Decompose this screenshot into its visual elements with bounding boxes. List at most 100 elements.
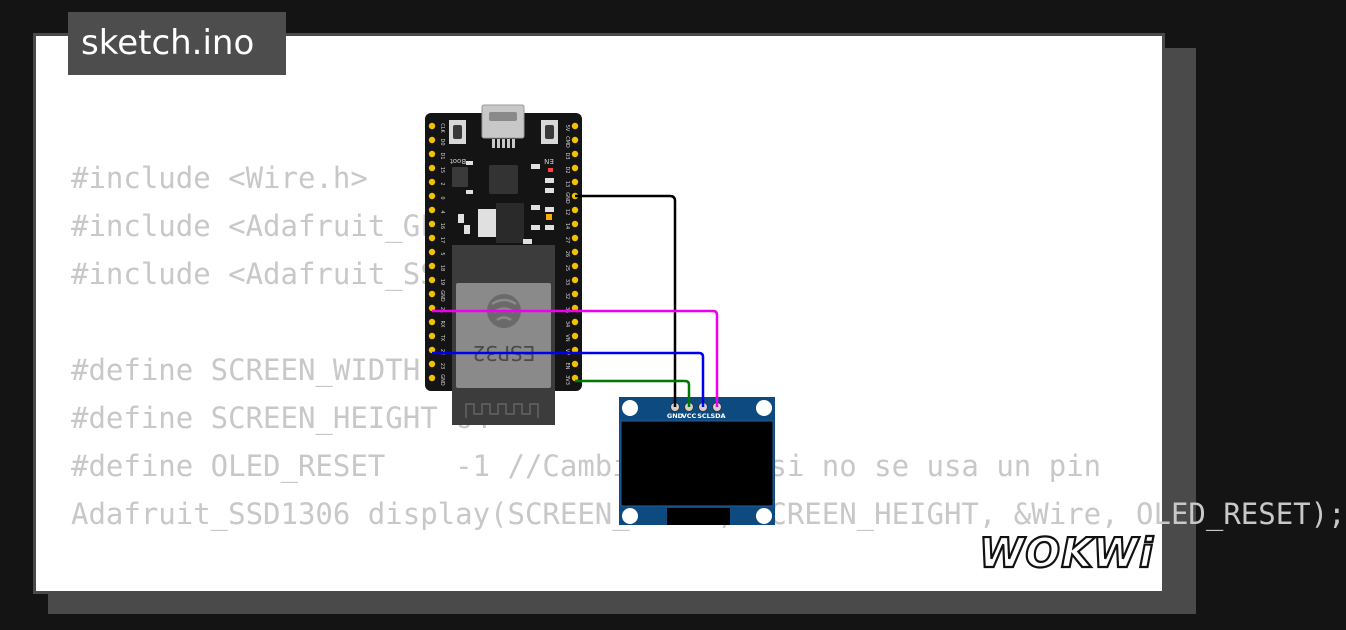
esp32-pin[interactable] xyxy=(428,234,436,242)
esp32-pin[interactable] xyxy=(428,262,436,270)
esp32-pin-label: 14 xyxy=(564,223,570,229)
wokwi-logo: WOKWi xyxy=(978,528,1154,578)
esp32-pin[interactable] xyxy=(571,122,579,130)
esp32-pin-label: GND xyxy=(564,192,570,204)
esp32-pin-label: 26 xyxy=(564,251,570,257)
esp32-pin-label: 3V3 xyxy=(564,375,570,385)
esp32-pin[interactable] xyxy=(571,262,579,270)
esp32-pin[interactable] xyxy=(571,374,579,382)
esp32-pin[interactable] xyxy=(571,234,579,242)
esp32-pin[interactable] xyxy=(428,276,436,284)
wokwi-logo-text: WOKWi xyxy=(979,529,1154,577)
circuit-diagram: ESP32 Boot EN xyxy=(425,104,775,525)
esp32-pin-label: 34 xyxy=(564,321,570,327)
esp32-pin-label: 25 xyxy=(564,265,570,271)
esp32-pin[interactable] xyxy=(571,164,579,172)
esp32-pin[interactable] xyxy=(571,276,579,284)
mount-hole xyxy=(756,508,772,524)
oled-pin-label-vcc: VCC xyxy=(682,412,697,420)
esp32-pin-label: D1 xyxy=(439,152,445,159)
esp32-pin[interactable] xyxy=(428,290,436,298)
esp32-pin-label: VN xyxy=(564,334,570,341)
esp32-pin[interactable] xyxy=(428,192,436,200)
esp32-pin-label: 0 xyxy=(439,196,445,199)
ldo-chip xyxy=(478,209,496,237)
antenna-trace xyxy=(465,403,539,418)
esp32-pin-label: EN xyxy=(564,363,570,370)
esp32-pin-label: 16 xyxy=(439,223,445,229)
esp32-pin[interactable] xyxy=(571,178,579,186)
mount-hole xyxy=(622,508,638,524)
esp32-pin-label: GND xyxy=(439,290,445,302)
wires xyxy=(432,194,719,407)
mount-hole xyxy=(622,400,638,416)
code-line: #define OLED_RESET -1 //Cambiar a -1 si … xyxy=(71,449,1102,483)
oled-display[interactable]: GND VCC SCL SDA xyxy=(619,397,775,525)
esp32-pin-label: GND xyxy=(439,374,445,386)
esp32-pin-label: D2 xyxy=(564,166,570,173)
esp32-pin[interactable] xyxy=(428,178,436,186)
esp32-pin-label: CLK xyxy=(439,123,445,133)
esp32-pin-label: 4 xyxy=(439,210,445,213)
esp32-pin[interactable] xyxy=(428,318,436,326)
oled-pin-label-gnd: GND xyxy=(667,412,684,420)
boot-button[interactable] xyxy=(449,120,466,144)
esp32-pin[interactable] xyxy=(428,248,436,256)
esp32-pin[interactable] xyxy=(571,136,579,144)
esp32-pin[interactable] xyxy=(571,360,579,368)
esp32-pin-label: 2 xyxy=(439,182,445,185)
esp32-pin[interactable] xyxy=(571,220,579,228)
esp32-pin-label: CMD xyxy=(564,136,570,148)
esp32-pin[interactable] xyxy=(428,220,436,228)
esp32-shield xyxy=(456,283,551,388)
esp32-pin[interactable] xyxy=(571,206,579,214)
oled-pin-label-sda: SDA xyxy=(710,412,725,420)
regulator-chip xyxy=(452,167,468,187)
en-label: EN xyxy=(544,157,554,165)
usb-connector-icon[interactable] xyxy=(481,104,525,139)
esp32-pin[interactable] xyxy=(428,150,436,158)
esp32-pin[interactable] xyxy=(571,150,579,158)
en-button[interactable] xyxy=(541,120,558,144)
esp32-pin[interactable] xyxy=(428,304,436,312)
esp32-pin[interactable] xyxy=(571,318,579,326)
esp32-pin-label: 5 xyxy=(439,252,445,255)
code-line: #include <Wire.h> xyxy=(71,161,368,195)
esp32-pin[interactable] xyxy=(571,290,579,298)
esp32-board[interactable]: ESP32 Boot EN xyxy=(425,104,582,425)
esp32-pin-label: 32 xyxy=(564,293,570,299)
esp32-pin-label: TX xyxy=(439,334,445,342)
esp32-pin[interactable] xyxy=(571,248,579,256)
esp32-pin[interactable] xyxy=(571,332,579,340)
esp32-pin-label: 12 xyxy=(564,209,570,215)
vcc-wire[interactable] xyxy=(575,379,691,407)
esp32-pin-label: 15 xyxy=(439,167,445,173)
esp32-pin[interactable] xyxy=(428,136,436,144)
scl-wire[interactable] xyxy=(432,351,705,407)
esp32-pin-label: D3 xyxy=(564,152,570,159)
esp32-pin-label: 13 xyxy=(564,181,570,187)
esp32-pin-label: 33 xyxy=(564,279,570,285)
esp32-pin[interactable] xyxy=(428,332,436,340)
usb-uart-chip xyxy=(489,165,518,194)
esp32-pin[interactable] xyxy=(571,346,579,354)
esp32-pin[interactable] xyxy=(428,206,436,214)
esp32-pin[interactable] xyxy=(428,346,436,354)
esp32-pin-label: 18 xyxy=(439,265,445,271)
oled-pin-label-scl: SCL xyxy=(697,412,711,420)
esp32-pin-label: RX xyxy=(439,321,445,328)
sketch-file-tab[interactable]: sketch.ino xyxy=(68,12,286,75)
sda-wire[interactable] xyxy=(432,309,719,407)
esp32-pin[interactable] xyxy=(571,304,579,312)
mount-hole xyxy=(756,400,772,416)
boot-label: Boot xyxy=(450,157,466,165)
oled-screen xyxy=(620,420,774,507)
esp32-pin[interactable] xyxy=(428,122,436,130)
esp32-pin-label: D0 xyxy=(439,138,445,145)
esp32-pin[interactable] xyxy=(428,374,436,382)
esp32-pin[interactable] xyxy=(428,164,436,172)
esp32-pin-label: 17 xyxy=(439,237,445,243)
esp32-pin[interactable] xyxy=(428,360,436,368)
gnd-wire[interactable] xyxy=(575,194,677,407)
esp32-pins-right: 5VCMDD3D213GND121427262533323534VNVPEN3V… xyxy=(564,122,579,385)
